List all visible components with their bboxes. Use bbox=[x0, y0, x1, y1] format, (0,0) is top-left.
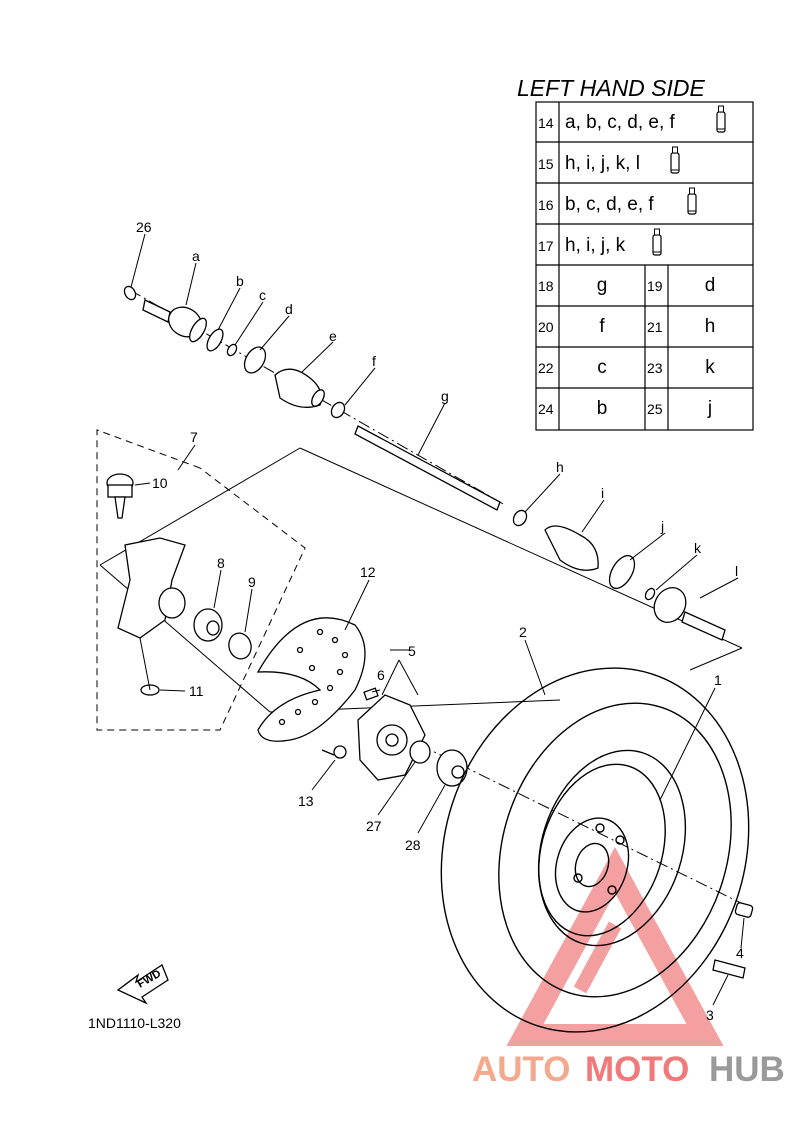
callout-2: 2 bbox=[519, 624, 527, 640]
kit-row-parts: b, c, d, e, f bbox=[565, 194, 654, 215]
callout-i: i bbox=[601, 485, 604, 501]
pair-no-2: 23 bbox=[647, 360, 663, 376]
callout-28: 28 bbox=[405, 837, 421, 853]
callout-j: j bbox=[660, 518, 664, 534]
fwd-arrow-icon: FWD bbox=[116, 964, 169, 1005]
callout-26: 26 bbox=[136, 219, 152, 235]
knuckle-parts bbox=[106, 473, 252, 696]
kit-row-no: 16 bbox=[538, 197, 554, 213]
callout-7: 7 bbox=[190, 429, 198, 445]
watermark-moto: MOTO bbox=[585, 1050, 689, 1089]
grease-tube-icon bbox=[652, 228, 662, 256]
watermark-auto: AUTO bbox=[472, 1050, 571, 1089]
callout-13: 13 bbox=[298, 793, 314, 809]
callout-1: 1 bbox=[714, 672, 722, 688]
pair-no-2: 25 bbox=[647, 401, 663, 417]
pair-value-1: g bbox=[597, 275, 608, 296]
callout-c: c bbox=[259, 287, 266, 303]
knuckle-group-frame bbox=[96, 429, 306, 731]
callout-e: e bbox=[329, 328, 337, 344]
pair-no-1: 22 bbox=[538, 360, 554, 376]
callout-6: 6 bbox=[377, 667, 385, 683]
pair-no-1: 20 bbox=[538, 319, 554, 335]
callout-h: h bbox=[556, 459, 564, 475]
grease-tube-icon bbox=[670, 146, 680, 174]
pair-value-2: k bbox=[705, 357, 715, 378]
callout-f: f bbox=[372, 353, 376, 369]
drive-shaft-parts bbox=[123, 285, 726, 641]
pair-value-2: h bbox=[705, 316, 716, 337]
parts-table bbox=[535, 101, 754, 431]
pair-value-1: c bbox=[597, 357, 607, 378]
leader-lines bbox=[130, 233, 745, 1006]
kit-row-parts: h, i, j, k, l bbox=[565, 153, 640, 174]
callout-8: 8 bbox=[217, 555, 225, 571]
callout-5: 5 bbox=[408, 643, 416, 659]
callout-4: 4 bbox=[736, 945, 744, 961]
brake-disc-parts bbox=[256, 617, 366, 759]
watermark-hub: HUB bbox=[709, 1050, 785, 1089]
diagram-code: 1ND1110-L320 bbox=[88, 1015, 181, 1031]
wheel-hardware bbox=[712, 902, 754, 979]
pair-value-1: f bbox=[599, 316, 605, 337]
pair-no-1: 24 bbox=[538, 401, 554, 417]
pair-no-1: 18 bbox=[538, 278, 554, 294]
callout-9: 9 bbox=[248, 574, 256, 590]
callout-k: k bbox=[694, 540, 702, 556]
kit-row-no: 17 bbox=[538, 238, 554, 254]
table-title: LEFT HAND SIDE bbox=[517, 75, 706, 101]
callout-labels: 26 a b c d e f g h i j k l 7 10 8 9 11 1… bbox=[136, 219, 744, 1023]
callout-g: g bbox=[441, 388, 449, 404]
grease-tube-icon bbox=[716, 105, 726, 133]
wheel-tire bbox=[440, 667, 750, 1033]
kit-row-no: 14 bbox=[538, 115, 554, 131]
pair-no-2: 19 bbox=[647, 278, 663, 294]
callout-11: 11 bbox=[189, 683, 204, 699]
callout-10: 10 bbox=[152, 475, 168, 491]
grease-tube-icon bbox=[687, 187, 697, 215]
pair-value-1: b bbox=[597, 398, 608, 419]
callout-b: b bbox=[236, 273, 244, 289]
pair-no-2: 21 bbox=[647, 319, 663, 335]
callout-a: a bbox=[192, 248, 200, 264]
pair-value-2: d bbox=[705, 275, 716, 296]
kit-row-parts: a, b, c, d, e, f bbox=[565, 112, 676, 133]
callout-12: 12 bbox=[360, 564, 376, 580]
kit-row-no: 15 bbox=[538, 156, 554, 172]
callout-27: 27 bbox=[366, 818, 382, 834]
watermark-text: AUTO MOTO HUB bbox=[472, 1050, 785, 1089]
watermark-logo bbox=[506, 847, 724, 1046]
callout-d: d bbox=[285, 301, 293, 317]
callout-3: 3 bbox=[706, 1007, 714, 1023]
kit-rows: 14 a, b, c, d, e, f 15 h, i, j, k, l 16 … bbox=[538, 105, 726, 256]
pair-value-2: j bbox=[707, 398, 712, 419]
pair-rows: 18 g 19 d 20 f 21 h 22 c 23 k 24 b 25 j bbox=[538, 275, 715, 419]
callout-l: l bbox=[735, 563, 738, 579]
hub-parts bbox=[357, 687, 468, 787]
kit-row-parts: h, i, j, k bbox=[565, 235, 626, 256]
